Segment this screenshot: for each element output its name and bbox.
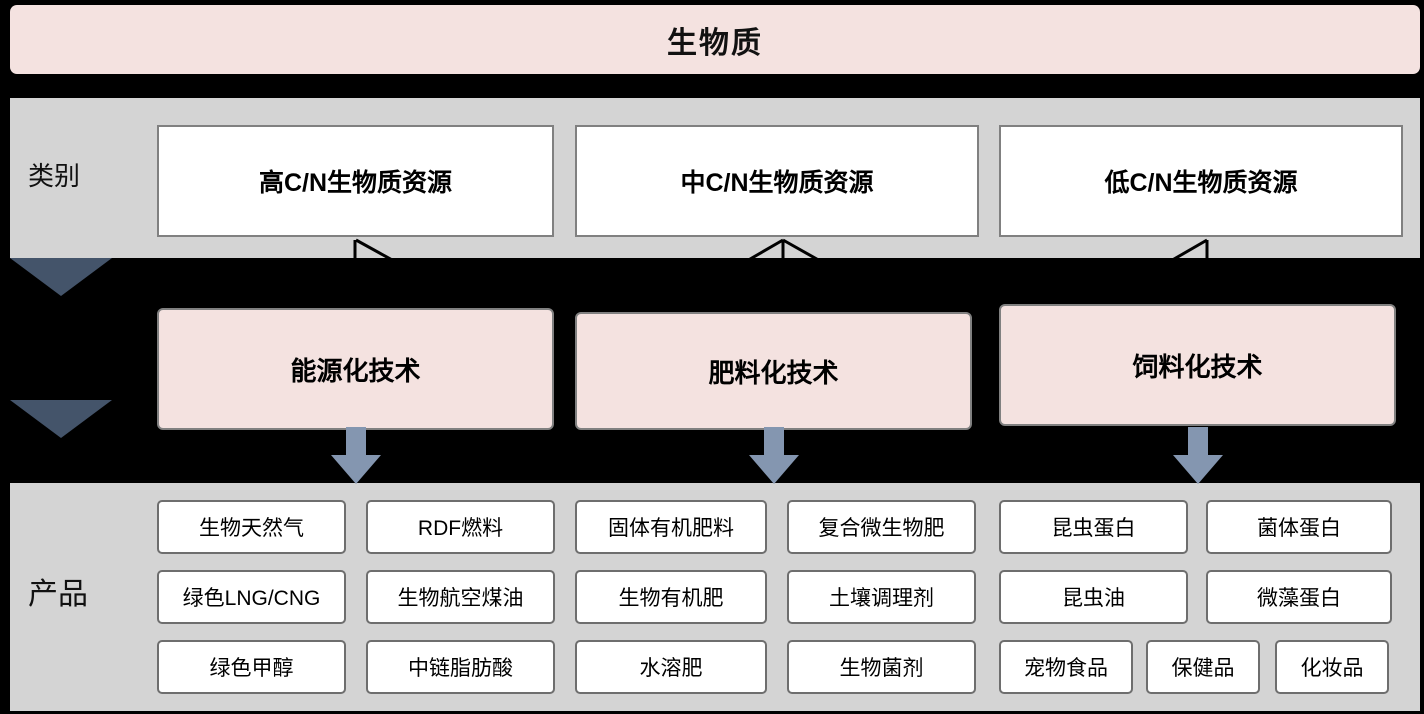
product-box-fertilizer-label-2: 生物有机肥 <box>618 587 724 610</box>
technology-label-2: 饲料化技术 <box>1132 351 1263 382</box>
technology-box-fertilizer[interactable]: 肥料化技术 <box>575 312 972 430</box>
product-box-fertilizer-label-5: 生物菌剂 <box>839 657 924 680</box>
category-label-0: 高C/N生物质资源 <box>258 169 453 197</box>
product-box-feed-label-4: 宠物食品 <box>1024 657 1108 680</box>
technology-box-feed[interactable]: 饲料化技术 <box>999 304 1396 426</box>
product-box-fertilizer-4[interactable]: 水溶肥 <box>575 640 767 694</box>
product-box-energy-2[interactable]: 绿色LNG/CNG <box>157 570 346 624</box>
product-box-energy-label-1: RDF燃料 <box>417 517 504 540</box>
row-label-product: 产品 <box>28 578 88 611</box>
product-box-fertilizer-label-0: 固体有机肥料 <box>608 517 734 540</box>
technology-label-1: 肥料化技术 <box>708 357 839 388</box>
product-box-fertilizer-3[interactable]: 土壤调理剂 <box>787 570 976 624</box>
product-box-fertilizer-label-4: 水溶肥 <box>639 657 703 680</box>
product-box-energy-label-5: 中链脂肪酸 <box>408 657 513 680</box>
category-label-2: 低C/N生物质资源 <box>1104 169 1298 197</box>
technology-label-0: 能源化技术 <box>290 355 421 386</box>
product-box-feed-0[interactable]: 昆虫蛋白 <box>999 500 1188 554</box>
banner-biomass: 生物质 <box>10 5 1420 74</box>
down-arrow-icon-fertilizer <box>749 427 799 484</box>
product-box-feed-5[interactable]: 保健品 <box>1146 640 1260 694</box>
product-box-feed-3[interactable]: 微藻蛋白 <box>1206 570 1392 624</box>
product-box-feed-label-5: 保健品 <box>1171 657 1235 680</box>
category-box-mid-cn[interactable]: 中C/N生物质资源 <box>575 125 979 237</box>
product-box-fertilizer-1[interactable]: 复合微生物肥 <box>787 500 976 554</box>
product-box-energy-5[interactable]: 中链脂肪酸 <box>366 640 555 694</box>
product-box-energy-4[interactable]: 绿色甲醇 <box>157 640 346 694</box>
product-box-fertilizer-2[interactable]: 生物有机肥 <box>575 570 767 624</box>
product-box-energy-label-0: 生物天然气 <box>199 517 304 540</box>
product-box-energy-0[interactable]: 生物天然气 <box>157 500 346 554</box>
product-box-feed-1[interactable]: 菌体蛋白 <box>1206 500 1392 554</box>
row-label-category: 类别 <box>28 161 81 191</box>
product-box-fertilizer-label-1: 复合微生物肥 <box>818 517 945 540</box>
product-box-feed-2[interactable]: 昆虫油 <box>999 570 1188 624</box>
category-box-low-cn[interactable]: 低C/N生物质资源 <box>999 125 1403 237</box>
product-box-energy-label-4: 绿色甲醇 <box>209 657 294 680</box>
product-box-fertilizer-label-3: 土壤调理剂 <box>829 587 934 610</box>
product-box-feed-label-0: 昆虫蛋白 <box>1051 517 1136 540</box>
product-box-feed-6[interactable]: 化妆品 <box>1275 640 1389 694</box>
down-arrow-icon-feed <box>1173 427 1223 484</box>
down-triangle-icon-upper <box>10 258 112 296</box>
product-box-energy-1[interactable]: RDF燃料 <box>366 500 555 554</box>
category-box-high-cn[interactable]: 高C/N生物质资源 <box>157 125 554 237</box>
product-box-feed-label-1: 菌体蛋白 <box>1257 517 1341 540</box>
product-box-energy-label-3: 生物航空煤油 <box>397 587 524 610</box>
product-box-energy-label-2: 绿色LNG/CNG <box>182 587 321 610</box>
product-box-fertilizer-5[interactable]: 生物菌剂 <box>787 640 976 694</box>
category-label-1: 中C/N生物质资源 <box>680 169 874 197</box>
product-box-feed-label-2: 昆虫油 <box>1062 587 1125 610</box>
product-box-energy-3[interactable]: 生物航空煤油 <box>366 570 555 624</box>
banner-title: 生物质 <box>667 26 763 60</box>
product-box-feed-4[interactable]: 宠物食品 <box>999 640 1133 694</box>
product-box-fertilizer-0[interactable]: 固体有机肥料 <box>575 500 767 554</box>
down-triangle-icon-lower <box>10 400 112 438</box>
product-box-feed-label-3: 微藻蛋白 <box>1257 587 1341 610</box>
technology-box-energy[interactable]: 能源化技术 <box>157 308 554 430</box>
product-box-feed-label-6: 化妆品 <box>1300 657 1364 680</box>
down-arrow-icon-energy <box>331 427 381 484</box>
